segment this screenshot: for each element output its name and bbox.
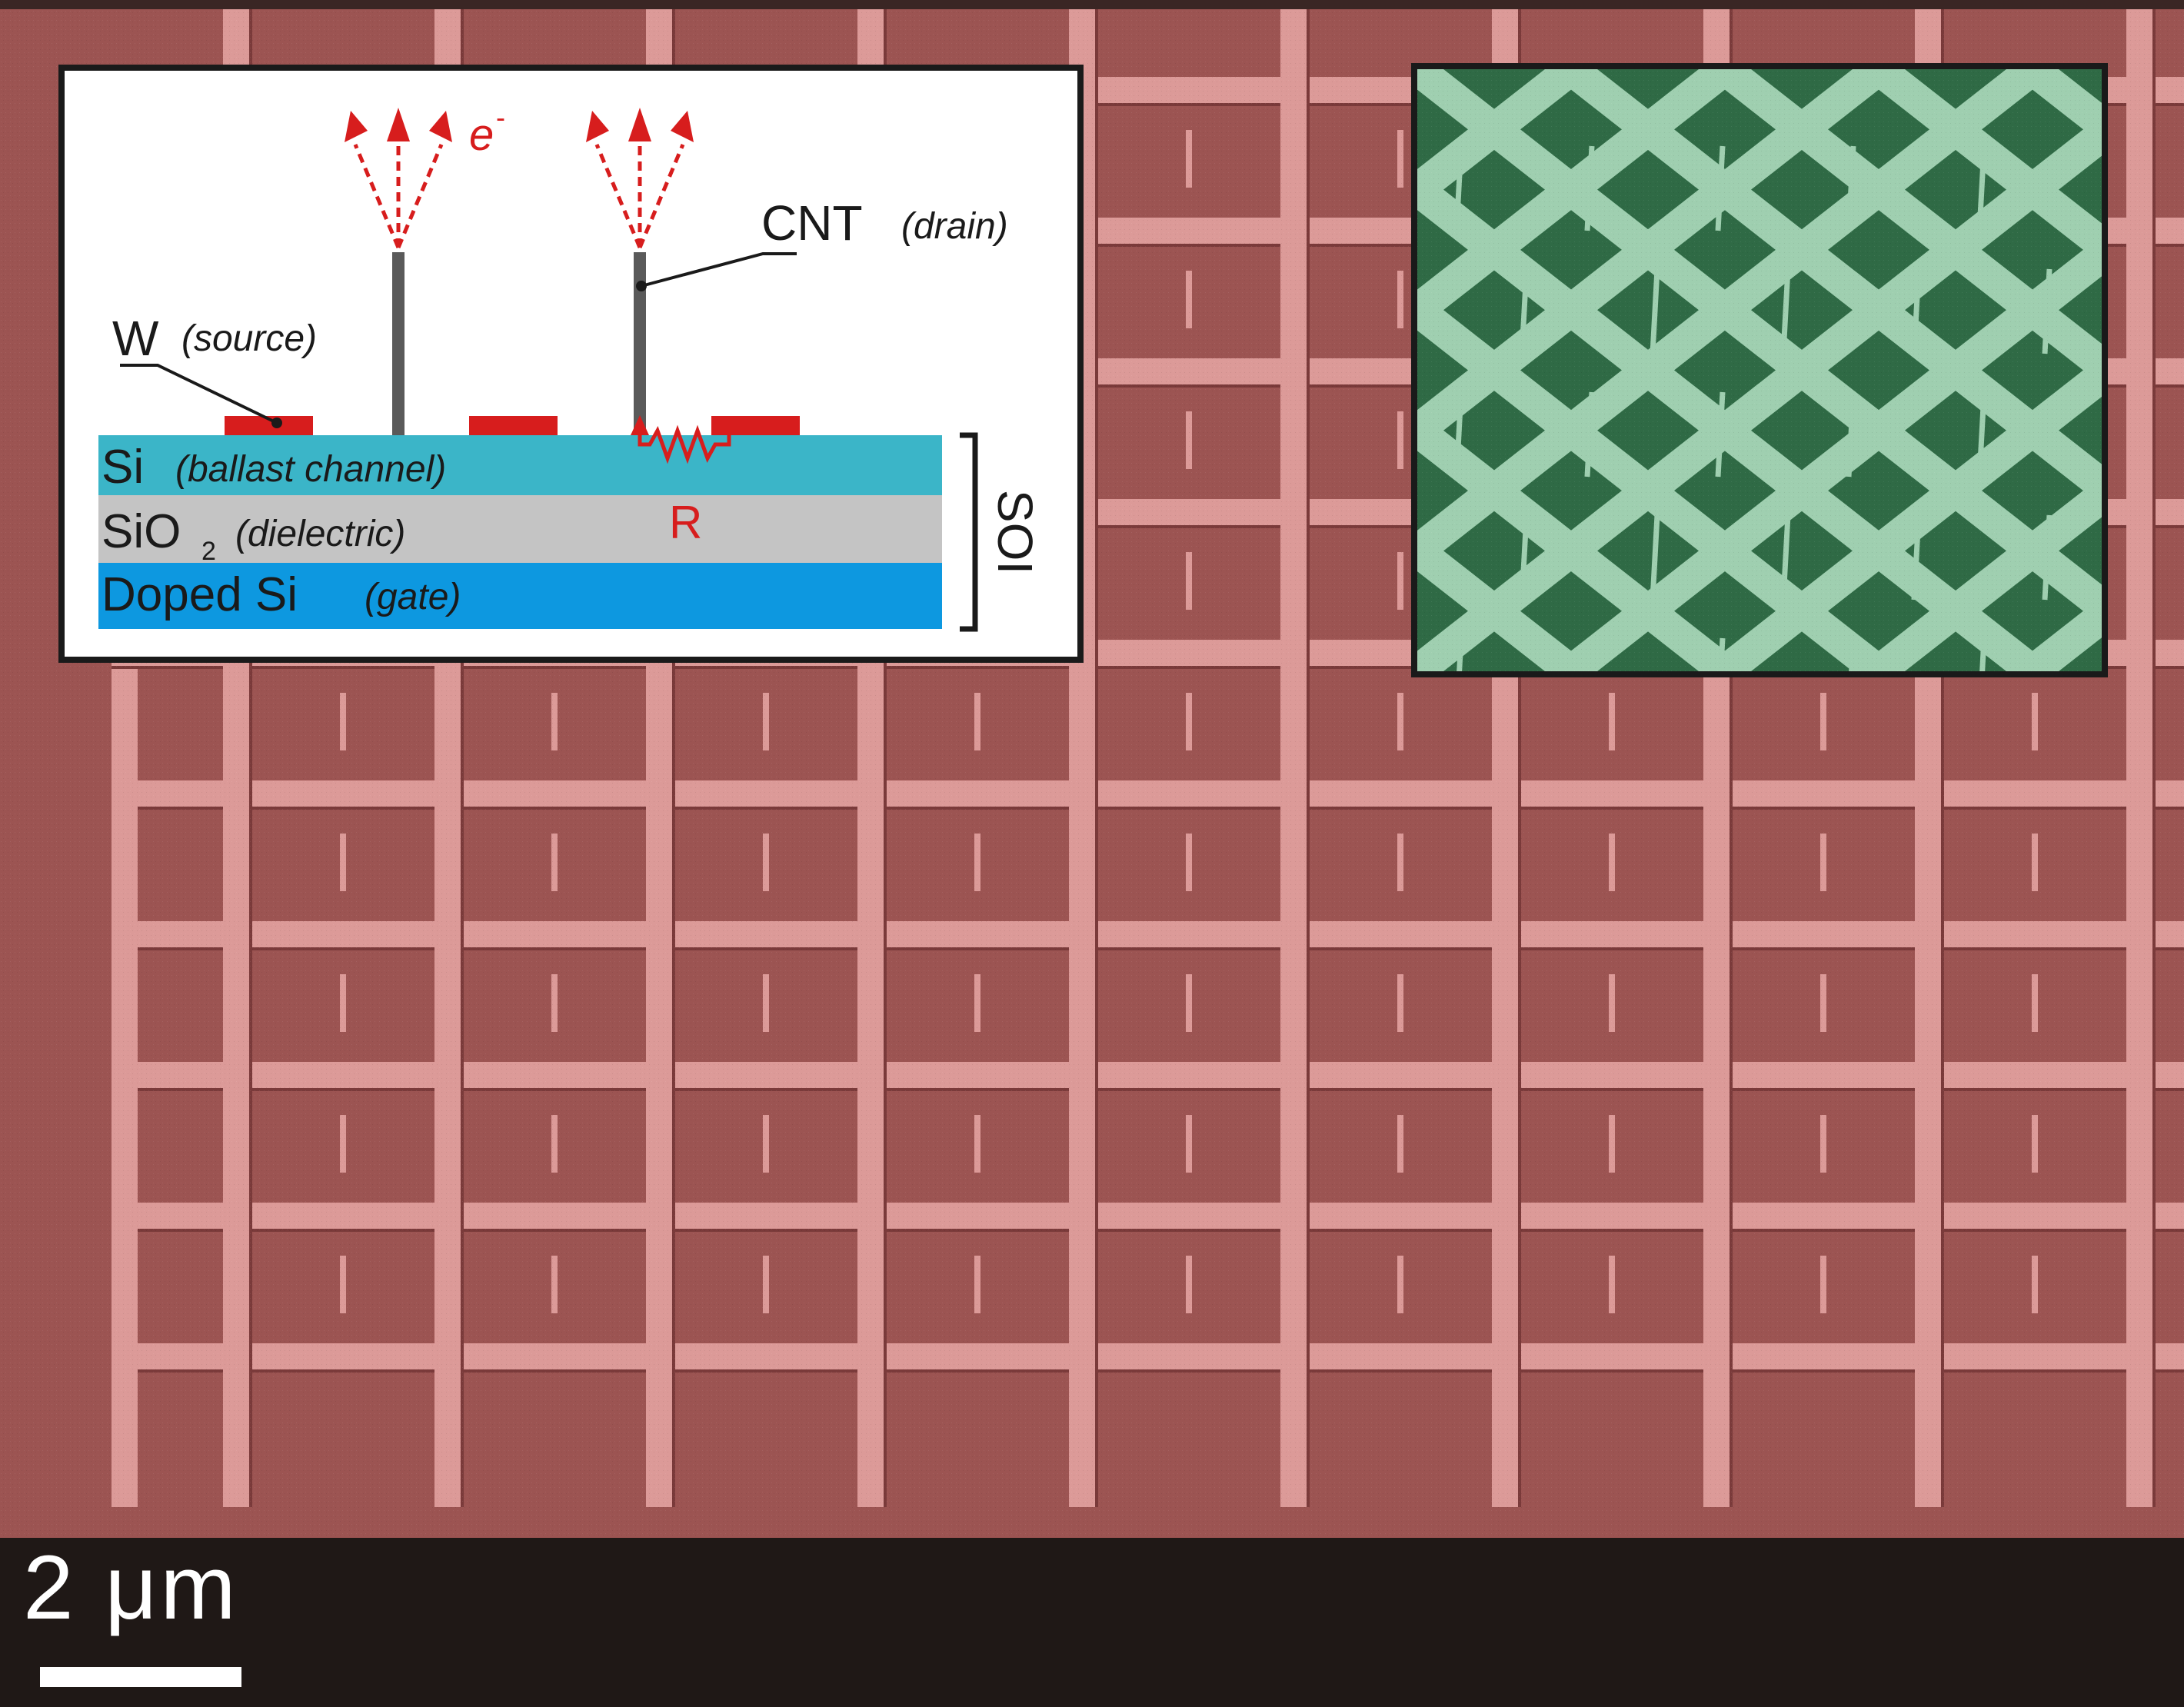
cnt-drain — [634, 252, 646, 435]
resistor-symbol — [638, 424, 731, 464]
layer-doped-si-gate — [98, 563, 942, 629]
cnt-sublabel: (drain) — [901, 206, 1008, 247]
electron-superscript: - — [496, 101, 505, 133]
layer-sio2-dielectric — [98, 495, 942, 563]
layer-sio2-desc: (dielectric) — [235, 514, 405, 554]
arrowheads — [345, 108, 694, 142]
cnt-label: CNT — [761, 195, 863, 251]
layer-sio2-name: SiO — [102, 505, 181, 558]
w-source-pad — [469, 416, 558, 435]
w-source-pad — [711, 416, 800, 435]
scalebar-bar — [40, 1667, 241, 1687]
soi-label: SOI — [987, 490, 1043, 574]
resistor-label: R — [669, 497, 702, 548]
cnt-leader-line — [641, 252, 797, 288]
scalebar-label: 2 μm — [23, 1537, 239, 1639]
electron-emission-arrows — [353, 138, 685, 248]
sem-tilted-inset — [1411, 63, 2108, 677]
cnt-drain — [392, 252, 405, 435]
scalebar-strip — [0, 1538, 2184, 1707]
electron-label: e — [469, 110, 494, 160]
w-label: W — [112, 311, 159, 366]
layer-si-desc: (ballast channel) — [175, 449, 446, 490]
w-sublabel: (source) — [181, 318, 317, 359]
schematic-inset: e - CNT (drain) W (source) Si (ballast c… — [58, 65, 1084, 663]
resistor-arrow — [631, 415, 649, 435]
layer-si-ballast — [98, 435, 942, 495]
layer-gate-desc: (gate) — [365, 577, 461, 617]
w-leader-line — [120, 364, 278, 424]
layer-si-name: Si — [102, 441, 144, 494]
soi-bracket — [960, 432, 978, 632]
layer-sio2-subscript: 2 — [201, 537, 216, 566]
layer-gate-name: Doped Si — [102, 568, 298, 621]
